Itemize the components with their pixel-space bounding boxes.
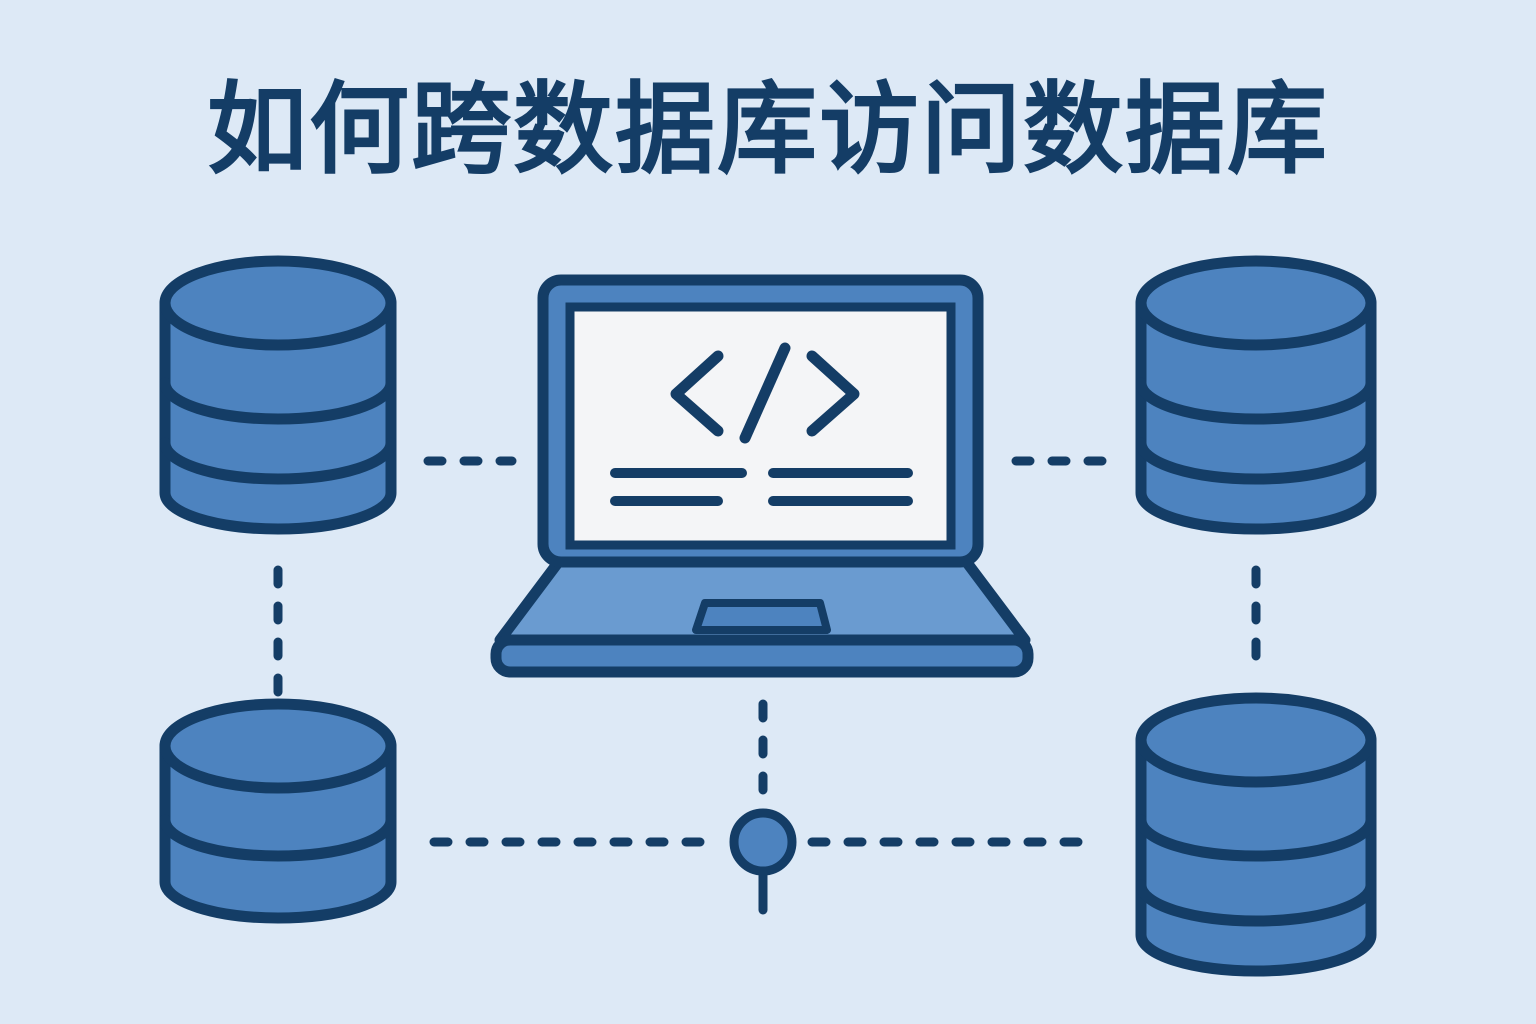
page-title: 如何跨数据库访问数据库 <box>207 71 1329 188</box>
touchpad <box>692 599 831 634</box>
laptop-code-icon <box>490 274 1034 678</box>
circle-node-icon <box>729 808 797 876</box>
code-brackets-icon <box>670 342 860 444</box>
laptop-bottom-edge <box>490 634 1034 678</box>
laptop-screen <box>565 302 956 550</box>
database-icon <box>1135 692 1377 977</box>
screen-text-lines <box>610 468 913 506</box>
database-icon <box>159 698 397 924</box>
database-icon <box>159 255 397 535</box>
database-icon <box>1135 255 1377 535</box>
